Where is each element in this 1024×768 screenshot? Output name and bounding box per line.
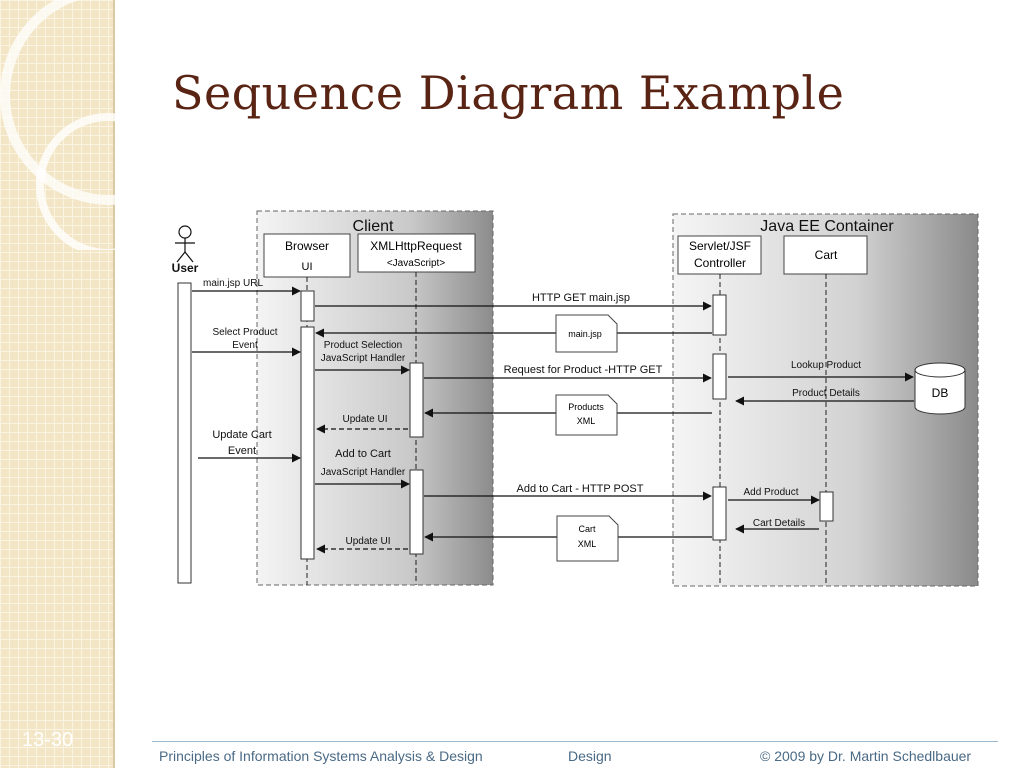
activation-browser-1	[300, 290, 315, 322]
activation-servlet-2	[712, 353, 727, 400]
note-products-label-2: XML	[577, 416, 596, 426]
participant-servlet-label-2: Controller	[694, 256, 746, 270]
note-cart-xml	[556, 515, 619, 562]
activation-cart	[819, 491, 834, 522]
activation-servlet-3	[712, 486, 727, 541]
footer-course: Principles of Information Systems Analys…	[159, 748, 483, 764]
participant-browser-label-2: UI	[302, 261, 313, 273]
msg-product-selection-1: Product Selection	[324, 340, 402, 351]
participant-cart	[783, 235, 868, 275]
msg-update-ui-1: Update UI	[342, 414, 387, 425]
activation-browser-2	[300, 326, 315, 560]
msg-cart-details: Cart Details	[753, 518, 805, 529]
activation-user	[177, 282, 192, 584]
actor-label: User	[172, 261, 199, 275]
activation-servlet-1	[712, 294, 727, 336]
footer-divider	[152, 741, 998, 742]
activation-xhr-1	[409, 362, 424, 438]
msg-update-cart-2: Event	[228, 445, 256, 457]
msg-main-jsp-url: main.jsp URL	[203, 278, 263, 289]
participant-servlet	[677, 235, 762, 275]
slide-title: Sequence Diagram Example	[172, 66, 845, 120]
msg-add-product: Add Product	[743, 487, 798, 498]
note-cart-label-1: Cart	[578, 524, 596, 534]
msg-update-ui-2: Update UI	[345, 536, 390, 547]
msg-add-to-cart-post: Add to Cart - HTTP POST	[517, 483, 644, 495]
note-main-jsp	[555, 314, 618, 353]
activation-xhr-2	[409, 469, 424, 555]
msg-product-details: Product Details	[792, 388, 860, 399]
footer-section: Design	[568, 748, 612, 764]
user-actor-icon	[175, 225, 195, 263]
participant-xhr	[357, 233, 476, 273]
msg-request-product: Request for Product -HTTP GET	[504, 364, 663, 376]
note-cart-label-2: XML	[578, 539, 597, 549]
msg-lookup-product: Lookup Product	[791, 360, 861, 371]
msg-select-product-1: Select Product	[212, 327, 277, 338]
msg-update-cart-1: Update Cart	[212, 429, 271, 441]
database-icon	[914, 362, 966, 415]
msg-select-product-2: Event	[232, 340, 258, 351]
msg-add-to-cart-handler-1: Add to Cart	[335, 448, 391, 460]
note-products-label-1: Products	[568, 402, 604, 412]
sidebar-edge	[113, 0, 115, 768]
participant-servlet-label-1: Servlet/JSF	[689, 239, 751, 253]
note-main-jsp-label: main.jsp	[568, 329, 602, 339]
db-label: DB	[932, 386, 949, 400]
msg-http-get: HTTP GET main.jsp	[532, 292, 630, 304]
participant-browser-label-1: Browser	[285, 239, 329, 253]
client-boundary-label: Client	[353, 218, 394, 235]
participant-xhr-label-2: <JavaScript>	[387, 258, 446, 269]
participant-cart-label: Cart	[815, 248, 838, 262]
msg-add-to-cart-handler-2: JavaScript Handler	[321, 467, 406, 478]
note-products-xml	[555, 394, 618, 436]
server-boundary-label: Java EE Container	[760, 218, 894, 235]
footer-copyright: © 2009 by Dr. Martin Schedlbauer	[760, 748, 972, 764]
decorative-circles	[0, 0, 160, 250]
participant-xhr-label-1: XMLHttpRequest	[370, 239, 462, 253]
msg-product-selection-2: JavaScript Handler	[321, 353, 406, 364]
slide-number: 13-30	[22, 729, 74, 751]
sidebar-pattern	[0, 0, 113, 768]
sequence-diagram: Client Java EE Container User Browser UI…	[172, 210, 979, 587]
